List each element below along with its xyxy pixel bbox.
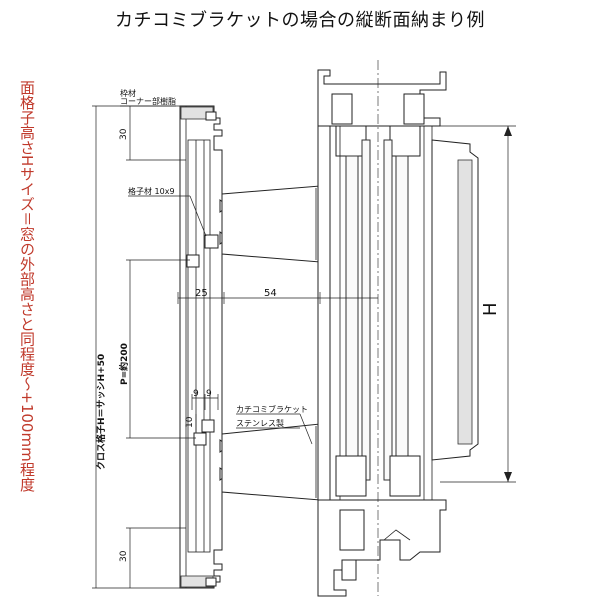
window-sash (317, 69, 479, 597)
lattice-bar (193, 432, 207, 446)
height-h-label: H (480, 302, 501, 316)
dimension-9-right: 9 (206, 389, 212, 399)
kachikomi-bracket-lower (221, 423, 321, 501)
dimension-10: 10 (185, 416, 195, 428)
drawing-title: カチコミブラケットの場合の縦断面納まり例 (115, 10, 485, 31)
lattice-material-label: 格子材 10x9 (128, 186, 175, 196)
lattice-bar (201, 419, 215, 433)
top-dimension-30: 30 (119, 128, 129, 140)
leader-lines (120, 105, 313, 445)
bracket-material-label: ステンレス製 (236, 418, 284, 428)
dimension-54: 54 (264, 288, 277, 299)
dimension-25: 25 (195, 288, 208, 299)
dimension-9-left: 9 (193, 389, 199, 399)
dimension-lines (92, 105, 516, 589)
bottom-dimension-30: 30 (119, 550, 129, 562)
lattice-frame (179, 105, 223, 589)
frame-material-label: 枠材 (120, 88, 136, 98)
lattice-bar (186, 254, 200, 268)
lattice-bar (204, 234, 219, 249)
bracket-name-label: カチコミブラケット (236, 404, 308, 414)
pitch-label: P=約200 (118, 343, 130, 385)
corner-resin-label: コーナー部樹脂 (120, 96, 176, 106)
kachikomi-bracket-upper (221, 185, 321, 263)
cross-lattice-height-label: クロス格子H＝サッシH+50 (95, 354, 107, 470)
height-size-note: 面格子高さHサイズ＝窓の外部高さと同程度～+100mm程度 (18, 80, 36, 492)
